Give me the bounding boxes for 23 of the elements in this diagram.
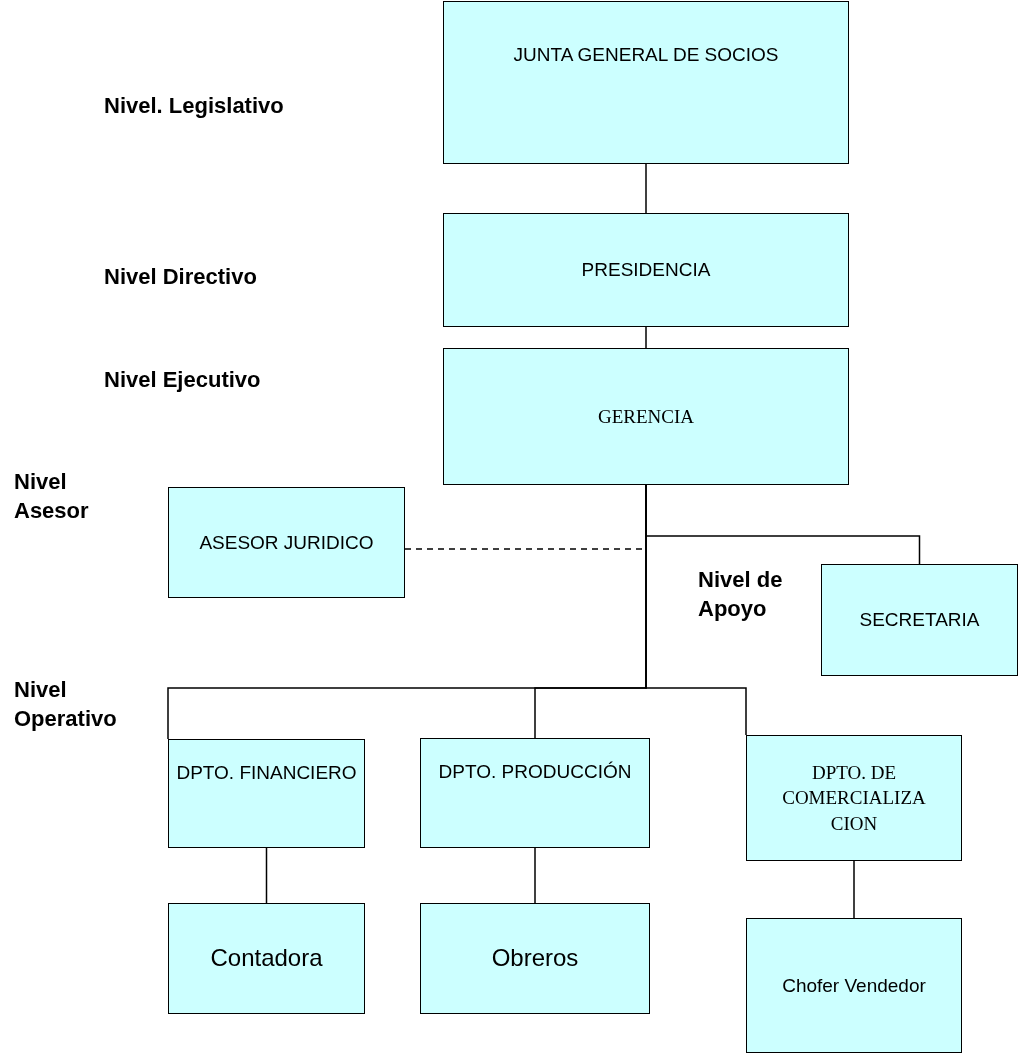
level-label: Nivel Directivo (104, 263, 257, 291)
org-box: Obreros (420, 903, 650, 1014)
org-box: DPTO. DE COMERCIALIZA CION (746, 735, 962, 861)
level-label: Nivel Ejecutivo (104, 366, 261, 394)
org-box: Contadora (168, 903, 365, 1014)
org-box: DPTO. PRODUCCIÓN (420, 738, 650, 848)
level-label: Nivel Operativo (14, 676, 118, 733)
level-label: Nivel de Apoyo (698, 566, 784, 623)
connector-line (534, 847, 536, 904)
connector-line (645, 326, 647, 349)
org-box: PRESIDENCIA (443, 213, 849, 327)
connector-line (853, 860, 855, 919)
connector-line (645, 484, 747, 736)
org-box: Chofer Vendedor (746, 918, 962, 1053)
org-box: SECRETARIA (821, 564, 1018, 676)
org-box: JUNTA GENERAL DE SOCIOS (443, 1, 849, 164)
connector-line (645, 163, 647, 214)
org-box: DPTO. FINANCIERO (168, 739, 365, 848)
level-label: Nivel Asesor (14, 468, 90, 525)
org-box: ASESOR JURIDICO (168, 487, 405, 598)
level-label: Nivel. Legislativo (104, 92, 284, 120)
connector-line (265, 847, 268, 904)
org-box: GERENCIA (443, 348, 849, 485)
